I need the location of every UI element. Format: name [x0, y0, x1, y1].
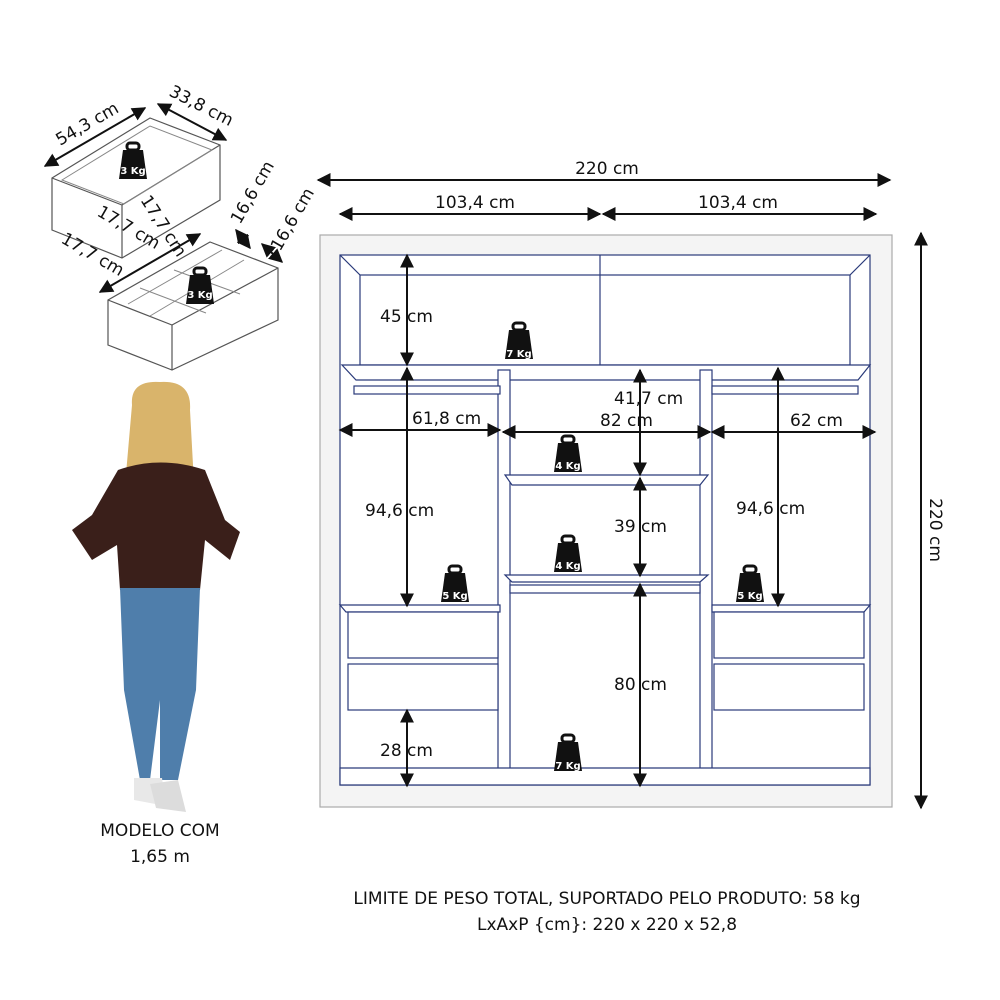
center-upper-height-label: 41,7 cm [614, 389, 683, 409]
drawer-large-depth-label: 33,8 cm [166, 82, 237, 131]
left-inner-width-label: 61,8 cm [412, 409, 481, 429]
weight-center-mid-label: 4 Kg [555, 561, 580, 572]
weight-left-drawers-label: 5 Kg [442, 591, 467, 602]
total-height-label: 220 cm [925, 498, 945, 562]
weight-right-drawers-label: 5 Kg [737, 591, 762, 602]
center-lower-height-label: 80 cm [614, 675, 667, 695]
drawer-large-illustration [43, 103, 228, 259]
top-shelf-height-label: 45 cm [380, 307, 433, 327]
right-width-label: 103,4 cm [698, 193, 778, 213]
weight-drawer-large-label: 3 Kg [120, 166, 145, 177]
weight-bottom-label: 7 Kg [555, 761, 580, 772]
model-caption-line1: MODELO COM [100, 821, 219, 841]
center-inner-width-label: 82 cm [600, 411, 653, 431]
weight-top-label: 7 Kg [506, 349, 531, 360]
weight-center-upper-label: 4 Kg [555, 461, 580, 472]
model-caption-line2: 1,65 m [130, 847, 190, 867]
dimension-arrows [316, 173, 928, 810]
drawer-small-dim-d: 16,6 cm [267, 185, 319, 255]
person-figure [72, 381, 240, 812]
left-width-label: 103,4 cm [435, 193, 515, 213]
center-mid-height-label: 39 cm [614, 517, 667, 537]
right-hanging-height-label: 94,6 cm [736, 499, 805, 519]
dimensions-summary: LxAxP {cm}: 220 x 220 x 52,8 [477, 915, 737, 935]
left-hanging-height-label: 94,6 cm [365, 501, 434, 521]
weight-drawer-small-label: 3 Kg [187, 290, 212, 301]
total-weight-limit: LIMITE DE PESO TOTAL, SUPORTADO PELO PRO… [353, 889, 860, 909]
right-inner-width-label: 62 cm [790, 411, 843, 431]
bottom-height-label: 28 cm [380, 741, 433, 761]
drawer-small-dim-c: 16,6 cm [227, 158, 279, 228]
total-width-label: 220 cm [575, 159, 639, 179]
drawer-small-illustration [98, 228, 284, 371]
